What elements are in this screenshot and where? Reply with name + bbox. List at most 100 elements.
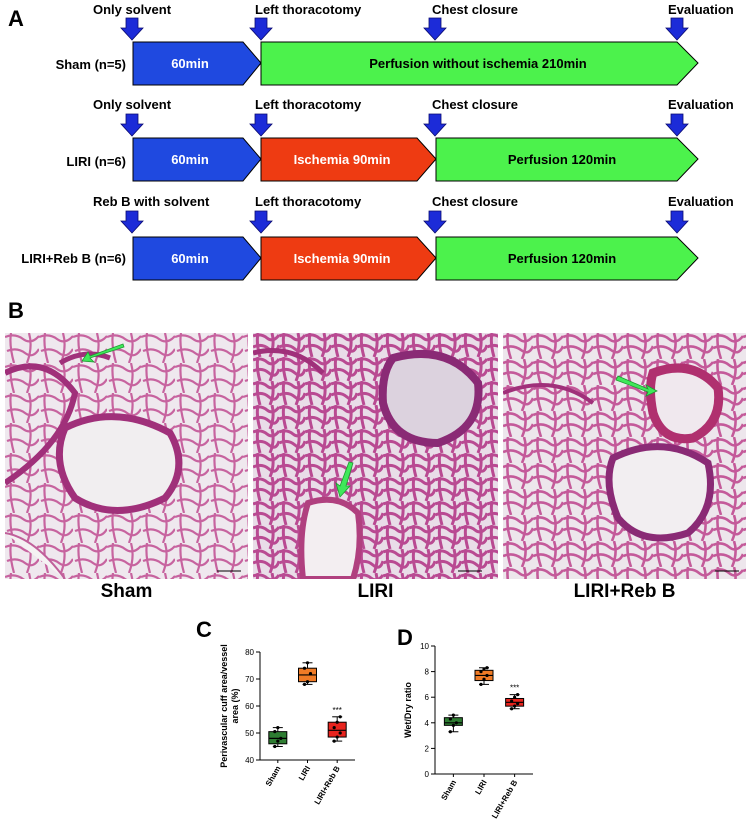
data-point	[338, 731, 342, 735]
data-point	[332, 726, 336, 730]
down-arrow-icon	[423, 17, 447, 41]
down-arrow-icon	[423, 113, 447, 137]
panel-label-d: D	[397, 625, 413, 650]
down-arrow-icon	[120, 17, 144, 41]
micrograph-liri-image	[253, 333, 498, 579]
micrograph-liri-reb-b-image	[503, 333, 746, 579]
phase-bar-60min	[132, 236, 262, 281]
group-label: Sham (n=5)	[55, 57, 126, 72]
phase-bar-60min	[132, 41, 262, 86]
y-tick-label: 10	[420, 642, 429, 651]
data-point	[448, 717, 452, 721]
data-point	[482, 677, 486, 681]
green-indicator-arrow	[81, 343, 125, 363]
timeline-graphics: 60min Perfusion without ischemia 210min …	[120, 17, 699, 281]
step-label: Chest closure	[432, 194, 518, 209]
x-tick-label: Sham	[264, 765, 283, 788]
data-point	[273, 744, 277, 749]
y-axis-label: Wet/Dry ratio	[403, 682, 413, 738]
step-label: Chest closure	[432, 2, 518, 17]
data-point	[485, 673, 489, 678]
data-point	[279, 736, 283, 740]
step-label: Chest closure	[432, 97, 518, 112]
phase-bar-ischemia	[260, 236, 437, 281]
time-point-arrows	[120, 17, 689, 234]
data-point	[305, 680, 310, 684]
phase-bar-ischemia	[260, 137, 437, 182]
panel-label-b: B	[8, 298, 24, 323]
down-arrow-icon	[423, 210, 447, 234]
step-label: Left thoracotomy	[255, 2, 362, 17]
down-arrow-icon	[665, 17, 689, 41]
group-label: LIRI+Reb B (n=6)	[21, 251, 126, 266]
data-point	[516, 693, 520, 697]
x-tick-label: LIRI+Reb B	[313, 764, 342, 806]
bar-text: 60min	[171, 56, 209, 71]
step-label: Left thoracotomy	[255, 97, 362, 112]
data-point	[302, 666, 307, 670]
down-arrow-icon	[665, 210, 689, 234]
bar-text: Perfusion without ischemia 210min	[369, 56, 586, 71]
down-arrow-icon	[120, 113, 144, 137]
timeline-row-liri: 60min Ischemia 90min Perfusion 120min	[132, 137, 699, 182]
bar-text: Perfusion 120min	[508, 152, 616, 167]
y-tick-label: 60	[245, 702, 254, 711]
bar-text: 60min	[171, 152, 209, 167]
data-point	[338, 715, 342, 719]
box	[268, 731, 288, 745]
micrograph-indicators	[81, 343, 658, 498]
x-tick-label: LIRI	[297, 765, 312, 783]
phase-bar-perfusion	[435, 137, 699, 182]
down-arrow-icon	[249, 210, 273, 234]
bar-text: Perfusion 120min	[508, 251, 616, 266]
y-tick-label: 4	[425, 719, 430, 728]
data-point	[335, 735, 339, 739]
phase-bar-perfusion	[435, 236, 699, 281]
micrograph-sham-image	[5, 333, 248, 579]
y-tick-label: 80	[245, 648, 254, 657]
y-tick-label: 2	[425, 744, 430, 753]
y-tick-label: 6	[425, 693, 430, 702]
x-tick-label: LIRI	[473, 779, 488, 797]
y-tick-label: 70	[245, 675, 254, 684]
down-arrow-icon	[120, 210, 144, 234]
timeline-row-sham: 60min Perfusion without ischemia 210min	[132, 41, 699, 86]
timeline-row-liri-reb-b: 60min Ischemia 90min Perfusion 120min	[132, 236, 699, 281]
data-point	[273, 730, 277, 734]
micrograph-caption: LIRI	[357, 581, 394, 602]
y-tick-label: 40	[245, 756, 254, 765]
micrograph-liri-reb-b	[503, 333, 746, 579]
data-point	[482, 667, 486, 671]
micrograph-caption: Sham	[100, 581, 153, 602]
step-label: Only solvent	[93, 97, 172, 112]
y-tick-label: 0	[425, 770, 430, 779]
data-point	[305, 661, 310, 665]
significance-label: ***	[333, 706, 342, 715]
phase-bar-perfusion	[260, 41, 699, 86]
data-point	[510, 707, 514, 711]
step-label: Only solvent	[93, 2, 172, 17]
data-point	[513, 704, 517, 708]
y-tick-label: 8	[425, 668, 430, 677]
data-point	[454, 721, 458, 725]
bar-text: 60min	[171, 251, 209, 266]
y-axis-label: Perivascular cuff area/vessel	[219, 644, 229, 768]
bar-text: Ischemia 90min	[294, 251, 391, 266]
panel-label-c: C	[196, 617, 212, 642]
green-indicator-arrow	[615, 375, 658, 397]
x-tick-label: LIRI+Reb B	[490, 778, 519, 820]
down-arrow-icon	[249, 113, 273, 137]
data-point	[516, 702, 520, 706]
x-tick-label: Sham	[439, 779, 458, 802]
micrograph-sham	[5, 333, 248, 579]
micrograph-caption: LIRI+Reb B	[573, 581, 676, 602]
data-point	[276, 739, 280, 743]
micrograph-liri	[253, 333, 498, 579]
y-tick-label: 50	[245, 729, 254, 738]
down-arrow-icon	[249, 17, 273, 41]
panel-label-a: A	[8, 6, 24, 31]
box	[327, 721, 347, 738]
data-point	[308, 672, 313, 676]
green-indicator-arrow	[335, 461, 354, 498]
